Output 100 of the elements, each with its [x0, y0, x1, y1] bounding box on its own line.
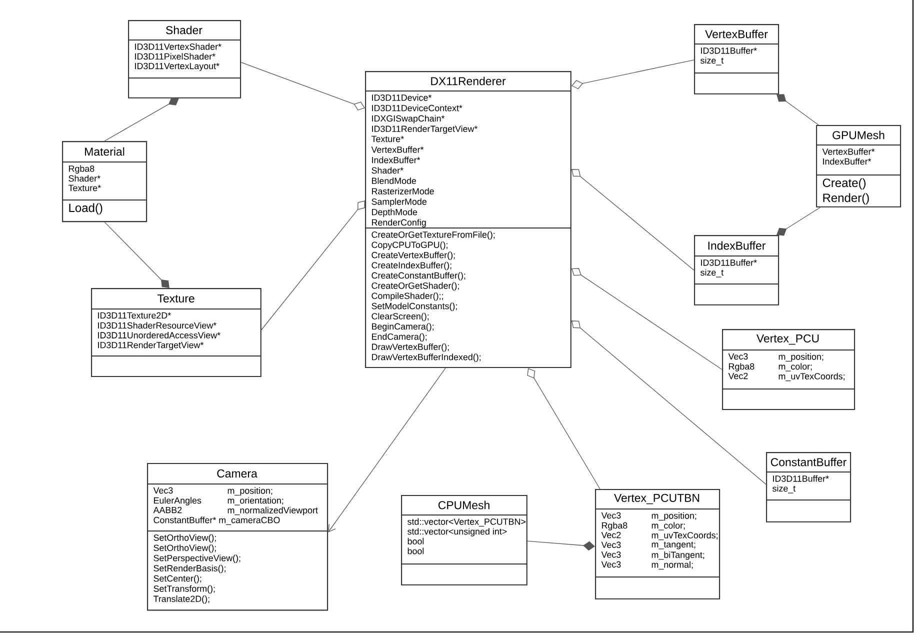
attribute-text: ID3D11UnorderedAccessView*	[98, 332, 220, 338]
class-box	[91, 288, 262, 378]
class-box	[365, 71, 572, 368]
attribute-text: m_uvTexCoords;	[652, 532, 718, 540]
attribute-text: Vec2	[601, 532, 621, 538]
class-name: DX11Renderer	[431, 76, 506, 86]
connector-line	[776, 207, 821, 236]
attribute-text: Vec3	[601, 512, 621, 519]
attribute-text: Shader*	[68, 175, 100, 182]
attribute-text: m_position;	[228, 487, 272, 496]
attribute-text: m_color;	[778, 363, 812, 372]
attribute-text: IndexBuffer*	[372, 156, 420, 164]
class-box	[766, 452, 852, 522]
attribute-text: ID3D11Buffer*	[701, 259, 757, 266]
method-text: CompileShader();;	[372, 292, 443, 301]
method-text: SetCenter();	[154, 575, 202, 584]
method-text: BeginCamera();	[372, 323, 434, 332]
attribute-text: ID3D11RenderTargetView*	[98, 342, 204, 350]
class-name: IndexBuffer	[708, 241, 766, 250]
attribute-text: ID3D11DeviceContext*	[372, 104, 462, 112]
attribute-text: size_t	[700, 57, 724, 66]
attribute-text: Texture*	[371, 136, 404, 142]
method-text: EndCamera();	[372, 333, 427, 342]
class-name: Texture	[157, 294, 194, 302]
class-name: CPUMesh	[438, 500, 490, 510]
method-text: CreateVertexBuffer();	[372, 252, 455, 260]
class-box	[694, 235, 780, 306]
attribute-text: ID3D11Device*	[372, 94, 432, 101]
attribute-text: Rgba8	[729, 363, 754, 372]
attribute-text: Vec3	[601, 542, 621, 548]
method-text: CreateIndexBuffer();	[372, 262, 452, 270]
class-name: Vertex_PCUTBN	[614, 494, 700, 504]
attribute-text: m_biTangent;	[652, 551, 704, 560]
connector-line	[776, 94, 819, 126]
method-text: CreateOrGetTextureFromFile();	[372, 231, 495, 240]
method-text: Translate2D();	[153, 595, 210, 604]
attribute-text: m_normal;	[652, 561, 693, 570]
attribute-text: SamplerMode	[372, 198, 426, 207]
method-text: ClearScreen();	[372, 312, 429, 322]
attribute-text: Rgba8	[602, 522, 628, 530]
attribute-text: Vec3	[153, 487, 173, 494]
connector-line	[571, 169, 694, 271]
method-text: SetPerspectiveView();	[154, 554, 240, 563]
class-box	[62, 141, 148, 222]
attribute-text: RasterizerMode	[372, 188, 434, 194]
method-text: SetModelConstants();	[372, 302, 457, 311]
attribute-text: ID3D11PixelShader*	[135, 53, 216, 60]
connector-line	[261, 200, 365, 330]
method-text: Render()	[823, 193, 869, 204]
attribute-text: ID3D11RenderTargetView*	[372, 125, 478, 134]
attribute-text: std::vector<unsigned int>	[408, 528, 507, 536]
attribute-text: IndexBuffer*	[823, 158, 872, 165]
attribute-text: ID3D11VertexLayout*	[135, 62, 220, 71]
class-name: ConstantBuffer	[770, 458, 846, 466]
method-text: DrawVertexBuffer();	[372, 343, 449, 352]
method-text: SetOrthoView();	[154, 544, 216, 553]
attribute-text: ID3D11ShaderResourceView*	[98, 322, 216, 329]
connector-line	[527, 368, 600, 490]
method-text: SetRenderBasis();	[154, 564, 226, 574]
method-text: Load()	[69, 203, 102, 214]
attribute-text: Texture*	[68, 184, 101, 192]
attribute-text: VertexBuffer*	[371, 146, 424, 153]
connector-line	[240, 62, 365, 110]
attribute-text: m_position;	[652, 512, 696, 521]
attribute-text: VertexBuffer*	[822, 148, 875, 155]
connector-line	[571, 320, 766, 485]
method-text: SetOrthoView();	[154, 534, 216, 543]
attribute-text: m_uvTexCoords;	[778, 372, 844, 382]
method-text: CreateConstantBuffer();	[372, 272, 466, 280]
connector-line	[104, 222, 170, 288]
attribute-text: ID3D11Texture2D*	[98, 312, 171, 319]
attribute-text: Rgba8	[69, 165, 94, 174]
arrow	[328, 368, 446, 532]
method-text: Create()	[822, 178, 866, 190]
class-name: Camera	[217, 469, 258, 478]
attribute-text: Vec3	[728, 353, 748, 360]
attribute-text: IDXGISwapChain*	[372, 115, 445, 124]
method-text: SetTransform();	[154, 585, 215, 594]
method-text: CopyCPUToGPU();	[372, 241, 448, 250]
attribute-text: EulerAngles	[154, 497, 202, 506]
attribute-text: AABB2	[153, 506, 182, 514]
attribute-text: ID3D11Buffer*	[701, 47, 757, 54]
method-text: DrawVertexBufferIndexed();	[372, 354, 481, 362]
attribute-text: Vec2	[728, 372, 748, 380]
class-box	[722, 329, 856, 410]
class-box	[694, 24, 780, 94]
attribute-text: DepthMode	[372, 208, 418, 217]
attribute-text: m_color;	[652, 522, 685, 530]
class-box	[595, 489, 720, 600]
method-text: CreateOrGetShader();	[372, 282, 459, 291]
class-name: Material	[85, 147, 124, 156]
class-box	[147, 463, 328, 611]
attribute-text: size_t	[700, 269, 724, 278]
attribute-text: ID3D11VertexShader*	[135, 43, 222, 50]
attribute-text: m_position;	[778, 353, 824, 362]
class-box	[816, 125, 902, 208]
connector-line	[104, 97, 179, 142]
attribute-text: std::vector<Vertex_PCUTBN>	[408, 518, 526, 526]
attribute-text: ConstantBuffer* m_cameraCBO	[154, 516, 280, 525]
class-name: VertexBuffer	[705, 30, 768, 38]
